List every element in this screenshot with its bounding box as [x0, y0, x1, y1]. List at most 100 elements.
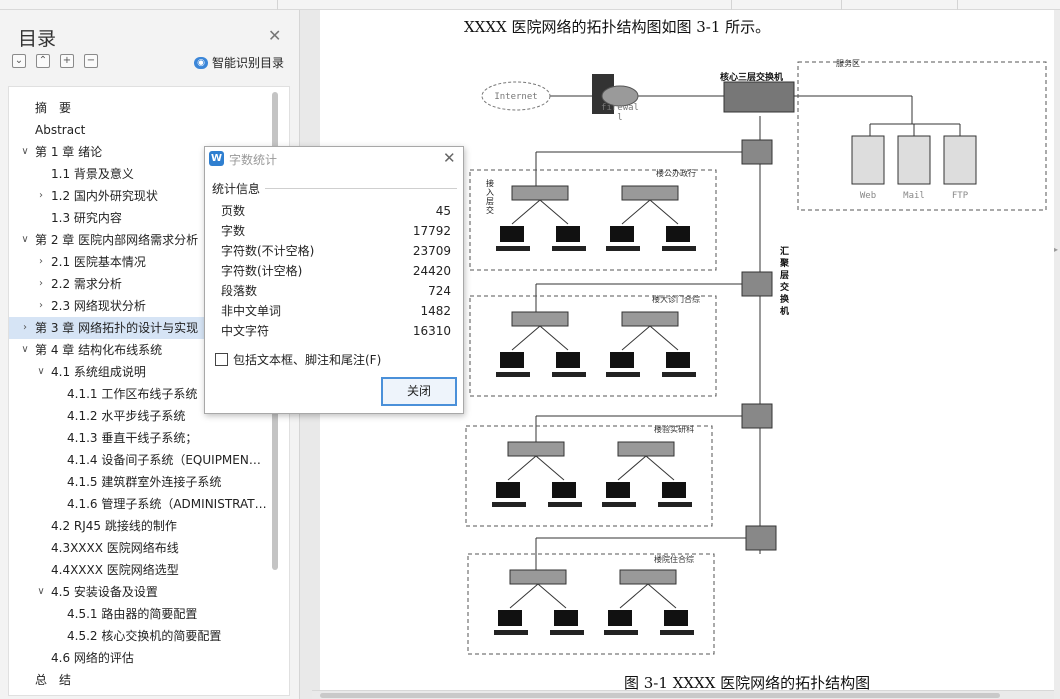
stat-row: 字符数(计空格)24420 — [221, 261, 451, 281]
pc-icon — [666, 352, 690, 368]
vertical-scrollbar[interactable]: ▸ — [1054, 10, 1060, 699]
toc-item-label: 4.1 系统组成说明 — [51, 365, 146, 379]
toc-item-label: 第 4 章 结构化布线系统 — [35, 343, 163, 357]
stat-label: 字符数(不计空格) — [221, 244, 315, 258]
expand-all-icon[interactable]: ⌃ — [36, 54, 50, 68]
body-text: XXXX 医院网络的拓扑结构图如图 3-1 所示。 — [464, 18, 771, 36]
pc-icon — [666, 226, 690, 242]
keyboard-icon — [492, 502, 526, 507]
toc-item[interactable]: Abstract — [9, 119, 289, 141]
chevron-down-icon[interactable]: ∨ — [37, 586, 45, 597]
toc-item[interactable]: 摘 要 — [9, 97, 289, 119]
pc-icon — [552, 482, 576, 498]
server-label: Web — [860, 191, 876, 201]
keyboard-icon — [548, 502, 582, 507]
toc-item[interactable]: ›1.2 国内外研究现状 — [9, 185, 289, 207]
aggregation-label: 汇聚层交换机 — [779, 245, 790, 317]
toc-item[interactable]: › 2.2 需求分析 — [9, 273, 289, 295]
toc-item-label: 4.1.3 垂直干线子系统； — [67, 431, 198, 445]
chevron-right-icon[interactable]: › — [23, 322, 27, 333]
chevron-down-icon[interactable]: ∨ — [21, 344, 29, 355]
link-line — [621, 325, 651, 351]
core-switch-label: 核心三层交换机 — [720, 71, 783, 83]
toc-item[interactable]: 4.5.2 核心交换机的简要配置 — [9, 625, 289, 647]
chevron-down-icon[interactable]: ∨ — [37, 366, 45, 377]
keyboard-icon — [552, 372, 586, 377]
dialog-titlebar: W 字数统计 ✕ — [205, 147, 463, 171]
smart-toc-button[interactable]: ◉ 智能识别目录 — [194, 54, 284, 71]
pc-icon — [664, 610, 688, 626]
keyboard-icon — [494, 630, 528, 635]
checkbox-label: 包括文本框、脚注和尾注(F) — [233, 353, 382, 367]
stat-value: 1482 — [420, 304, 451, 318]
toc-item[interactable]: 总 结 — [9, 669, 289, 691]
toc-item-label: 2.2 需求分析 — [51, 277, 122, 291]
collapse-all-icon[interactable]: ⌄ — [12, 54, 26, 68]
stat-label: 页数 — [221, 204, 246, 218]
toc-item[interactable]: ›2.3 网络现状分析 — [9, 295, 289, 317]
toc-item[interactable]: ∨4.5 安装设备及设置 — [9, 581, 289, 603]
server-label: FTP — [952, 191, 969, 201]
figure-caption: 图 3-1 XXXX 医院网络的拓扑结构图 — [624, 674, 871, 692]
close-button[interactable]: 关闭 — [381, 377, 457, 406]
keyboard-icon — [552, 246, 586, 251]
stat-value: 45 — [435, 204, 451, 218]
toc-item-label: Abstract — [35, 123, 86, 137]
close-icon[interactable]: ✕ — [268, 26, 282, 45]
toc-item[interactable]: 4.3XXXX 医院网络布线 — [9, 537, 289, 559]
access-switch-icon — [511, 185, 569, 201]
smart-toc-icon: ◉ — [194, 56, 208, 69]
chevron-right-icon[interactable]: › — [39, 256, 43, 267]
aggregation-switch-icon — [745, 525, 777, 551]
toc-item[interactable]: 4.2 RJ45 跳接线的制作 — [9, 515, 289, 537]
chevron-down-icon[interactable]: ∨ — [21, 146, 29, 157]
link-line — [511, 199, 541, 225]
pc-icon — [500, 226, 524, 242]
toolbar-segment — [732, 0, 842, 10]
toc-item[interactable]: 4.1.3 垂直干线子系统； — [9, 427, 289, 449]
toc-item[interactable]: ∨ 第 4 章 结构化布线系统 — [9, 339, 289, 361]
toc-item[interactable]: ∨第 2 章 医院内部网络需求分析 — [9, 229, 289, 251]
chevron-down-icon[interactable]: ∨ — [21, 234, 29, 245]
stat-row: 页数 45 — [221, 201, 451, 221]
stat-value: 24420 — [412, 264, 451, 278]
chevron-right-icon[interactable]: › — [39, 190, 43, 201]
pc-icon — [556, 226, 580, 242]
scroll-thumb[interactable] — [320, 693, 1000, 698]
include-textbox-option[interactable]: 包括文本框、脚注和尾注(F) — [215, 351, 381, 368]
toc-item[interactable]: 4.1.6 管理子系统（ADMINISTRATION SUBSYSTEM） — [9, 493, 289, 515]
keyboard-icon — [662, 246, 696, 251]
toc-item[interactable]: 4.1.4 设备间子系统（EQUIPMENT SUBSYSTEM） — [9, 449, 289, 471]
toc-item-label: 4.1.4 设备间子系统（EQUIPMENT SUBSYSTEM） — [67, 453, 289, 467]
include-textbox-checkbox[interactable] — [215, 353, 228, 366]
toc-item[interactable]: ∨ 4.1 系统组成说明 — [9, 361, 289, 383]
pc-icon — [500, 352, 524, 368]
scroll-arrow-icon[interactable]: ▸ — [1054, 245, 1059, 254]
pc-icon — [610, 226, 634, 242]
building-label: 楼大诊门合综 — [652, 294, 700, 304]
link-line — [649, 325, 679, 351]
toc-item[interactable]: 4.1.5 建筑群室外连接子系统 — [9, 471, 289, 493]
dialog-close-icon[interactable]: ✕ — [443, 149, 456, 167]
toc-item[interactable]: ›2.1 医院基本情况 — [9, 251, 289, 273]
access-layer-label: 接入层交 — [486, 178, 494, 215]
toc-item[interactable]: ∨第 1 章 绪论 — [9, 141, 289, 163]
link-line — [507, 455, 537, 481]
remove-heading-icon[interactable]: − — [84, 54, 98, 68]
toc-item-label: 第 3 章 网络拓扑的设计与实现 — [35, 321, 199, 335]
horizontal-scrollbar[interactable] — [312, 690, 1054, 699]
access-switch-icon — [619, 569, 677, 585]
chevron-right-icon[interactable]: › — [39, 278, 43, 289]
mail-server-icon — [897, 135, 931, 185]
chevron-right-icon[interactable]: › — [39, 300, 43, 311]
add-heading-icon[interactable]: + — [60, 54, 74, 68]
toc-item[interactable]: 4.4XXXX 医院网络选型 — [9, 559, 289, 581]
link-line — [539, 325, 569, 351]
toc-item[interactable]: 4.6 网络的评估 — [9, 647, 289, 669]
toc-item[interactable]: 4.5.1 路由器的简要配置 — [9, 603, 289, 625]
stat-label: 中文字符 — [221, 324, 270, 338]
nav-title: 目录 — [18, 28, 57, 50]
